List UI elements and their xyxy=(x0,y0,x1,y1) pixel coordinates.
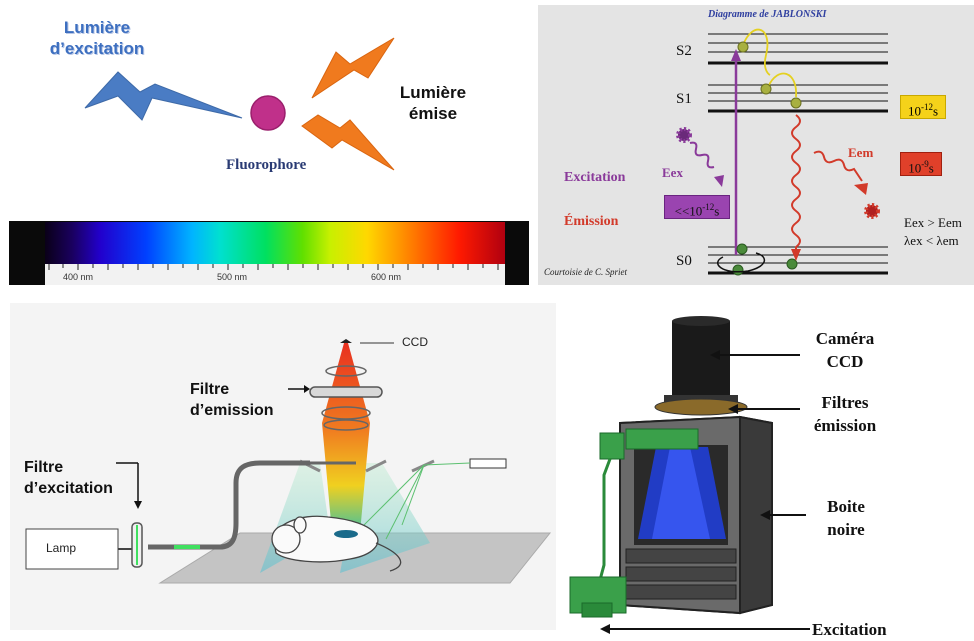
excitation-label: Excitation xyxy=(564,170,626,185)
fluorophore-circle xyxy=(250,95,286,131)
filters-label: Filtres émission xyxy=(800,391,890,437)
camera-label: Caméra CCD xyxy=(800,327,890,373)
mouse-tail xyxy=(375,542,402,572)
excitation-light-label-line1: Lumière xyxy=(63,18,131,37)
emission-time-unit: s xyxy=(928,160,934,176)
emission-photon-star xyxy=(864,203,880,219)
excitation-light-label: Lumière d’excitation xyxy=(32,17,162,59)
excitation-photon-star xyxy=(676,127,692,143)
imaging-setup-diagram: CCD Filtre d’emission Filtre d’excitatio… xyxy=(10,303,556,630)
spectrum-gradient xyxy=(45,222,505,264)
level-s0-label: S0 xyxy=(676,253,692,269)
electron-s2 xyxy=(737,41,749,53)
lamp-box xyxy=(25,528,119,570)
excitation-module-top xyxy=(625,428,699,450)
emission-lightning-bolt-lower xyxy=(301,114,395,171)
black-box-label-line1: Boite xyxy=(827,497,865,516)
fluorophore-label: Fluorophore xyxy=(226,157,307,173)
excitation-time-exp: -12 xyxy=(702,202,715,212)
emission-filter-line2: d’emission xyxy=(190,402,274,419)
excitation-source-label: Excitation xyxy=(812,620,887,639)
laser-source xyxy=(469,458,507,469)
excitation-time-box: <<10-12s xyxy=(664,195,730,219)
electron-s1-a xyxy=(760,83,772,95)
lamp-label: Lamp xyxy=(46,541,77,555)
tick-label-400: 400 nm xyxy=(63,272,94,282)
excitation-filter-line2: d’excitation xyxy=(24,480,113,497)
emission-label: Émission xyxy=(564,214,619,229)
fluorescent-target xyxy=(334,530,358,538)
emission-filter-ring xyxy=(654,398,748,416)
jablonski-diagram: Diagramme de JABLONSKI xyxy=(538,5,974,285)
tick-label-500: 500 nm xyxy=(217,272,248,282)
electron-s0-c xyxy=(786,258,798,270)
relax-time-base: 10 xyxy=(907,103,921,119)
excitation-time-base: <<10 xyxy=(674,203,703,219)
relax-time-exp: -12 xyxy=(920,102,933,112)
emission-photon-wave xyxy=(813,150,863,182)
emitted-light-label-line1: Lumière xyxy=(399,83,467,102)
imager-drawing xyxy=(569,316,810,634)
spectrum-ticks xyxy=(48,264,499,270)
emission-filter-line1: Filtre xyxy=(190,381,230,398)
excitation-light-label-line2: d’excitation xyxy=(49,39,145,58)
ccd-sensor xyxy=(340,339,352,343)
excitation-filter-line1: Filtre xyxy=(24,459,64,476)
black-box-label: Boite noire xyxy=(806,495,886,541)
electron-s0-b xyxy=(732,264,744,276)
level-s1-label: S1 xyxy=(676,91,692,107)
emission-filter-holder xyxy=(309,386,383,398)
setup-drawing xyxy=(25,339,552,584)
camera-label-line2: CCD xyxy=(826,352,864,371)
electron-s1-b xyxy=(790,97,802,109)
energy-relation: Eex > Eem xyxy=(904,215,962,230)
spectrum-scale: 400 nm 500 nm 600 nm xyxy=(45,264,505,285)
filters-label-line2: émission xyxy=(813,416,877,435)
excitation-lightning-bolt xyxy=(84,71,243,121)
imager-panel: Caméra CCD Filtres émission Boite noire … xyxy=(560,305,974,641)
mirror-right xyxy=(365,459,387,473)
wavelength-relation: λex < λem xyxy=(904,233,959,248)
visible-spectrum: 400 nm 500 nm 600 nm xyxy=(9,221,529,285)
fluorescence-panel: Lumière d’excitation Lumière émise Fluor… xyxy=(0,0,530,215)
vibrational-relaxation-curve-s2 xyxy=(742,28,771,76)
jablonski-drawing xyxy=(676,28,888,276)
camera-label-line1: Caméra xyxy=(815,329,875,348)
emission-lightning-bolt-upper xyxy=(311,37,395,99)
excitation-time-unit: s xyxy=(714,203,720,219)
tick-label-600: 600 nm xyxy=(371,272,402,282)
jablonski-title: Diagramme de JABLONSKI xyxy=(708,9,827,20)
emitted-light-label: Lumière émise xyxy=(388,82,478,124)
emission-time-base: 10 xyxy=(908,160,922,176)
emission-wavy-arrow xyxy=(791,114,801,255)
emission-filter-label: Filtre d’emission xyxy=(190,379,274,421)
emission-time-exp: -9 xyxy=(921,159,929,169)
excitation-fiber-cable xyxy=(598,458,612,581)
ccd-camera xyxy=(672,321,730,395)
electron-s0-a xyxy=(736,243,748,255)
vibrational-relaxation-curve-s1 xyxy=(767,72,797,98)
ccd-label: CCD xyxy=(402,335,428,349)
fluorescence-drawing xyxy=(84,37,395,171)
s0-cycle-arrow xyxy=(717,252,766,273)
eex-label: Eex xyxy=(662,165,683,180)
level-s2-label: S2 xyxy=(676,43,692,59)
emitted-light-label-line2: émise xyxy=(408,104,458,123)
lens-middle xyxy=(321,406,371,420)
mouse-ear xyxy=(293,516,307,534)
relax-time-box: 10-12s xyxy=(900,95,946,119)
black-box-label-line2: noire xyxy=(827,520,865,539)
excitation-filter-label: Filtre d’excitation xyxy=(24,457,113,499)
emission-time-box: 10-9s xyxy=(900,152,942,176)
eem-label: Eem xyxy=(848,145,874,160)
excitation-photon-wave xyxy=(689,141,715,169)
optical-fiber xyxy=(148,460,310,550)
relax-time-unit: s xyxy=(932,103,939,119)
mouse-head xyxy=(271,524,301,554)
filters-label-line1: Filtres xyxy=(821,393,869,412)
lens-lower xyxy=(323,419,369,431)
lens-upper xyxy=(325,365,367,377)
credit-text: Courtoisie de C. Spriet xyxy=(544,267,627,277)
